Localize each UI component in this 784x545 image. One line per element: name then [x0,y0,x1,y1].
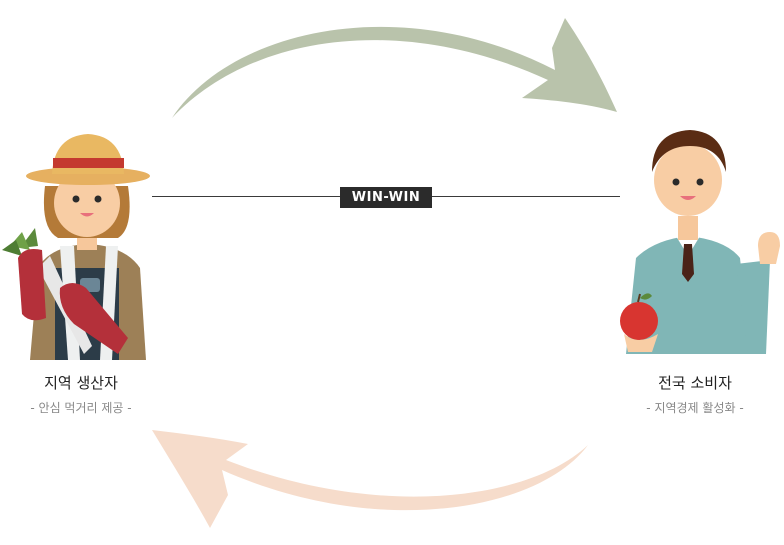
consumer-title: 전국 소비자 [658,374,732,392]
bottom-arrow [152,430,588,528]
producer-title: 지역 생산자 [44,374,118,392]
farmer-illustration [2,134,150,360]
consumer-label: 전국 소비자 - 지역경제 활성화 - [620,372,770,416]
producer-label: 지역 생산자 - 안심 먹거리 제공 - [6,372,156,416]
top-arrow [172,18,617,118]
consumer-subtitle: - 지역경제 활성화 - [646,401,744,415]
producer-subtitle: - 안심 먹거리 제공 - [30,401,132,415]
win-win-badge: WIN-WIN [340,187,432,208]
consumer-illustration [620,130,780,354]
